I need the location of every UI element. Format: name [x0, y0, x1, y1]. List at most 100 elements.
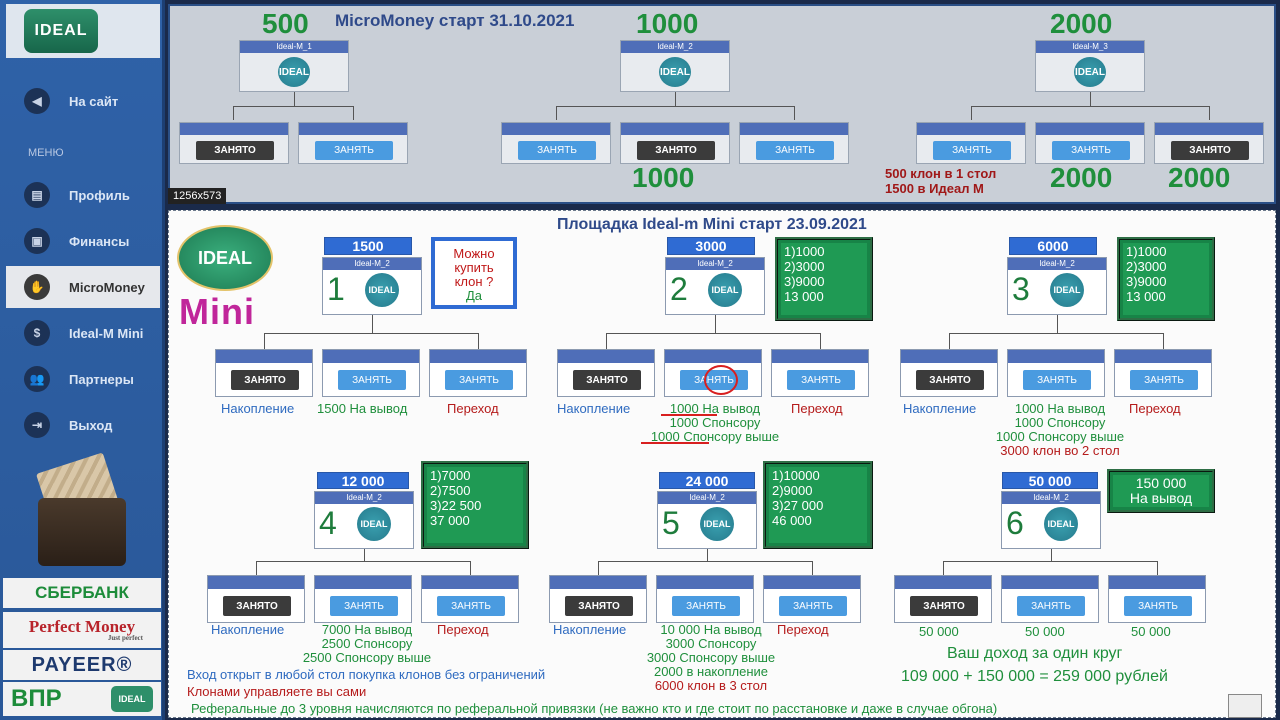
tree-line — [971, 106, 1209, 107]
slot: ЗАНЯТЬ — [1108, 575, 1206, 623]
tree-line — [1057, 315, 1058, 333]
take-button[interactable]: ЗАНЯТЬ — [1052, 141, 1130, 160]
to-site-link[interactable]: ◀На сайт — [6, 80, 160, 122]
tree-line — [606, 333, 820, 334]
tree-line — [264, 333, 478, 334]
slot: ЗАНЯТЬ — [1001, 575, 1099, 623]
micromoney-panel: 500 MicroMoney старт 31.10.2021 1000 200… — [168, 4, 1276, 204]
busy-button[interactable]: ЗАНЯТО — [196, 141, 274, 160]
tree-line — [606, 333, 607, 349]
slot: ЗАНЯТЬ — [763, 575, 861, 623]
slot-caption: 1500 На вывод — [317, 401, 408, 416]
ideal-logo: IDEAL — [700, 507, 734, 541]
slot: ЗАНЯТО — [1154, 122, 1264, 164]
tree-line — [598, 561, 599, 575]
tree-line — [598, 561, 812, 562]
footer-note: Вход открыт в любой стол покупка клонов … — [187, 667, 546, 682]
slot: ЗАНЯТЬ — [314, 575, 412, 623]
ideal-logo: IDEAL — [278, 57, 310, 87]
take-button[interactable]: ЗАНЯТЬ — [445, 370, 513, 390]
ideal-logo: IDEAL — [357, 507, 391, 541]
take-button[interactable]: ЗАНЯТЬ — [518, 141, 596, 160]
take-button[interactable]: ЗАНЯТЬ — [315, 141, 393, 160]
take-button[interactable]: ЗАНЯТЬ — [330, 596, 398, 616]
slot: ЗАНЯТЬ — [1007, 349, 1105, 397]
table-number: 4 — [319, 505, 337, 541]
sidebar-item-ideal-mini[interactable]: $Ideal-M Mini — [6, 312, 160, 354]
slot: ЗАНЯТО — [900, 349, 998, 397]
table-price: 2000 — [1050, 8, 1113, 39]
sidebar-logo[interactable]: IDEAL — [6, 4, 160, 58]
tree-line — [478, 333, 479, 349]
slot: ЗАНЯТЬ — [656, 575, 754, 623]
busy-button[interactable]: ЗАНЯТО — [1171, 141, 1249, 160]
mini-logo-text: Mini — [179, 291, 255, 332]
slot-caption: Накопление — [211, 622, 285, 637]
take-button[interactable]: ЗАНЯТЬ — [437, 596, 505, 616]
take-button[interactable]: ЗАНЯТЬ — [1023, 370, 1091, 390]
take-button[interactable]: ЗАНЯТЬ — [756, 141, 834, 160]
busy-button[interactable]: ЗАНЯТО — [916, 370, 984, 390]
ideal-logo: IDEAL — [365, 273, 399, 307]
wallet-image — [35, 452, 126, 567]
busy-button[interactable]: ЗАНЯТО — [565, 596, 633, 616]
slot: ЗАНЯТО — [557, 349, 655, 397]
take-button[interactable]: ЗАНЯТЬ — [933, 141, 1011, 160]
slot-value: 2000 — [1168, 162, 1231, 193]
micromoney-title: MicroMoney старт 31.10.2021 — [335, 11, 575, 30]
busy-button[interactable]: ЗАНЯТО — [231, 370, 299, 390]
table-price: 1000 — [636, 8, 699, 39]
busy-button[interactable]: ЗАНЯТО — [573, 370, 641, 390]
tree-line — [372, 315, 373, 333]
table-number: 2 — [670, 271, 688, 307]
tree-line — [556, 106, 557, 120]
footer-note: Реферальные до 3 уровня начисляются по р… — [191, 701, 998, 716]
slot: ЗАНЯТО — [549, 575, 647, 623]
slot-value: 1000 — [632, 162, 695, 193]
slot-value: 2000 — [1050, 162, 1113, 193]
sidebar-item-partners[interactable]: 👥Партнеры — [6, 358, 160, 400]
table-number: 6 — [1006, 505, 1024, 541]
arrow-left-icon: ◀ — [24, 88, 50, 114]
take-button[interactable]: ЗАНЯТЬ — [787, 370, 855, 390]
take-button[interactable]: ЗАНЯТЬ — [338, 370, 406, 390]
income-title: Ваш доход за один круг — [947, 645, 1123, 662]
busy-button[interactable]: ЗАНЯТО — [637, 141, 715, 160]
slot: ЗАНЯТО — [894, 575, 992, 623]
tree-line — [675, 92, 676, 106]
tree-line — [943, 561, 944, 575]
tree-line — [233, 106, 234, 120]
money-hand-icon: $ — [24, 320, 50, 346]
slot: ЗАНЯТО — [207, 575, 305, 623]
tree-line — [294, 92, 295, 106]
sidebar-item-micromoney[interactable]: ✋MicroMoney — [6, 266, 160, 308]
sidebar-item-logout[interactable]: ⇥Выход — [6, 404, 160, 446]
sidebar-item-profile[interactable]: ▤Профиль — [6, 174, 160, 216]
sidebar-item-finance[interactable]: ▣Финансы — [6, 220, 160, 262]
take-button[interactable]: ЗАНЯТЬ — [1130, 370, 1198, 390]
take-button[interactable]: ЗАНЯТЬ — [1124, 596, 1192, 616]
busy-button[interactable]: ЗАНЯТО — [223, 596, 291, 616]
busy-button[interactable]: ЗАНЯТО — [910, 596, 978, 616]
tree-line — [1157, 561, 1158, 575]
tree-line — [1090, 92, 1091, 106]
ideal-logo: IDEAL — [708, 273, 742, 307]
take-button[interactable]: ЗАНЯТЬ — [1017, 596, 1085, 616]
tree-line — [264, 333, 265, 349]
tree-line — [1163, 333, 1164, 349]
tree-line — [820, 333, 821, 349]
take-button[interactable]: ЗАНЯТЬ — [779, 596, 847, 616]
dimensions-badge: 1256x573 — [168, 188, 227, 204]
tree-line — [812, 561, 813, 575]
tree-line — [1051, 549, 1052, 561]
slot-caption: Накопление — [553, 622, 627, 637]
slot: ЗАНЯТО — [620, 122, 730, 164]
wallet-icon: ▣ — [24, 228, 50, 254]
taskbar-icon[interactable] — [1228, 694, 1262, 718]
slot-caption: Накопление — [903, 401, 977, 416]
take-button[interactable]: ЗАНЯТЬ — [672, 596, 740, 616]
